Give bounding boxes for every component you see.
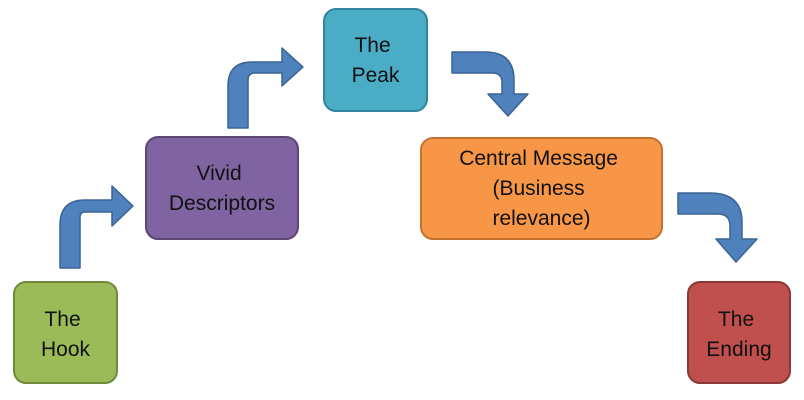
box-central-message-line-3: relevance) <box>492 207 590 230</box>
box-central-message-line-1: Central Message <box>459 147 618 170</box>
box-the-ending: The Ending <box>687 281 791 384</box>
box-the-peak-line-2: Peak <box>352 64 400 87</box>
box-central-message-line-2: (Business <box>492 177 584 200</box>
box-central-message-shape <box>420 137 663 240</box>
box-vivid-descriptors: Vivid Descriptors <box>145 136 299 240</box>
box-the-hook-line-2: Hook <box>41 338 91 361</box>
svg-text:The Ending: The Ending <box>706 308 771 361</box>
svg-text:Vivid Descriptors: Vivid Descriptors <box>169 162 275 215</box>
box-the-peak: The Peak <box>323 8 428 112</box>
svg-text:The Hook: The Hook <box>41 308 91 361</box>
box-vivid-descriptors-shape <box>145 136 299 240</box>
box-the-peak-line-1: The <box>354 34 390 57</box>
box-the-ending-line-2: Ending <box>706 338 771 361</box>
box-the-peak-shape <box>323 8 428 112</box>
svg-text:The Peak: The Peak <box>352 34 400 87</box>
arrow-peak-to-central <box>451 51 529 117</box>
arrow-vivid-to-peak <box>227 47 304 129</box>
box-the-ending-shape <box>687 281 791 384</box>
box-central-message: Central Message (Business relevance) <box>420 137 663 240</box>
box-vivid-descriptors-line-1: Vivid <box>197 162 242 185</box>
box-the-ending-line-1: The <box>718 308 754 331</box>
box-the-hook-shape <box>13 281 118 384</box>
box-the-hook-line-1: The <box>44 308 80 331</box>
svg-text:Central Message (Busines: Central Message (Business relevance) <box>459 147 624 230</box>
box-the-hook: The Hook <box>13 281 118 384</box>
arrow-hook-to-vivid <box>59 185 134 269</box>
arrow-central-to-ending <box>677 192 758 263</box>
box-vivid-descriptors-line-2: Descriptors <box>169 192 275 215</box>
